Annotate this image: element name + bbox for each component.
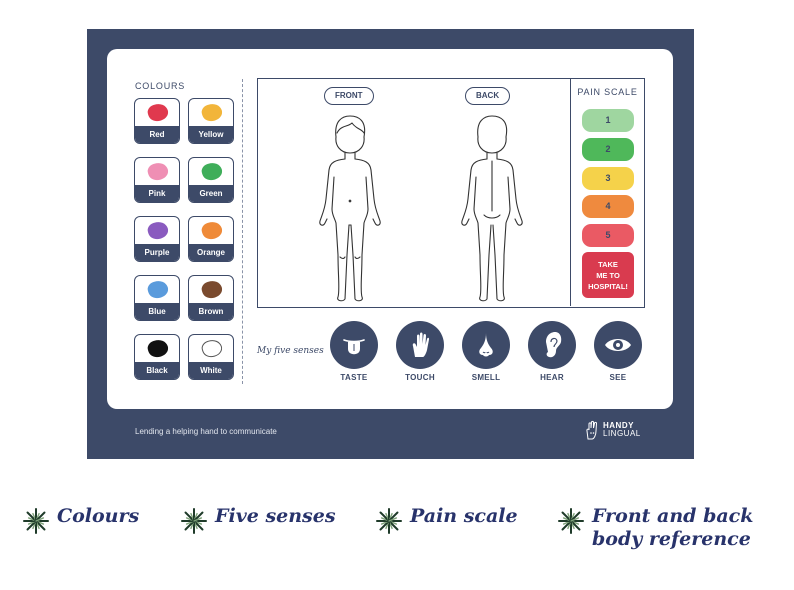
feature-text: Colours xyxy=(57,505,140,527)
sense-label: HEAR xyxy=(540,373,564,382)
red-scribble-icon xyxy=(145,101,171,124)
sense-icon-circle xyxy=(594,321,642,369)
pain-level-4-button[interactable]: 4 xyxy=(582,195,634,218)
feature-list: Colours Five senses Pain scale Front and… xyxy=(0,500,794,560)
brand-line-2: LINGUAL xyxy=(603,429,641,438)
pain-scale-column: PAIN SCALE 1 2 3 4 5 TAKE ME TO HOSPITAL… xyxy=(570,79,644,306)
sense-taste[interactable]: TASTE xyxy=(324,321,384,382)
sense-label: TOUCH xyxy=(405,373,435,382)
sense-touch[interactable]: TOUCH xyxy=(390,321,450,382)
swatch-yellow[interactable]: Yellow xyxy=(188,98,234,144)
starburst-icon xyxy=(23,508,49,534)
swatch-label: White xyxy=(189,362,233,379)
swatch-label: Orange xyxy=(189,244,233,261)
white-scribble-icon xyxy=(199,337,225,360)
swatch-label: Purple xyxy=(135,244,179,261)
board-card: COLOURS Red Yellow Pink Green Purple Ora… xyxy=(107,49,673,409)
hand-logo-icon xyxy=(586,420,598,440)
sense-label: SMELL xyxy=(471,373,501,382)
feature-text: Front and back body reference xyxy=(592,505,754,550)
hand-icon xyxy=(412,332,430,357)
starburst-icon xyxy=(376,508,402,534)
swatch-label: Red xyxy=(135,126,179,143)
feature-text: Pain scale xyxy=(410,505,518,527)
colours-title: COLOURS xyxy=(135,81,186,91)
sense-hear[interactable]: HEAR xyxy=(522,321,582,382)
pain-level-1-button[interactable]: 1 xyxy=(582,109,634,132)
pain-level-2-button[interactable]: 2 xyxy=(582,138,634,161)
senses-title: My five senses xyxy=(257,346,324,356)
swatch-brown[interactable]: Brown xyxy=(188,275,234,321)
dashed-divider xyxy=(242,79,243,384)
handy-lingual-logo: HANDY LINGUAL xyxy=(584,420,641,440)
purple-scribble-icon xyxy=(145,219,171,242)
swatch-label: Yellow xyxy=(189,126,233,143)
swatch-black[interactable]: Black xyxy=(134,334,180,380)
sense-icon-circle xyxy=(462,321,510,369)
colour-swatch-grid: Red Yellow Pink Green Purple Orange Blue… xyxy=(134,98,234,380)
brand-line-1: HANDY xyxy=(603,421,634,430)
black-scribble-icon xyxy=(145,337,171,360)
feature-body-reference: Front and back body reference xyxy=(558,505,753,551)
swatch-label: Pink xyxy=(135,185,179,202)
eye-icon xyxy=(605,339,631,351)
swatch-label: Black xyxy=(135,362,179,379)
swatch-blue[interactable]: Blue xyxy=(134,275,180,321)
swatch-purple[interactable]: Purple xyxy=(134,216,180,262)
brown-scribble-icon xyxy=(199,278,225,301)
feature-pain-scale: Pain scale xyxy=(376,505,518,534)
pain-scale-title: PAIN SCALE xyxy=(577,87,638,97)
swatch-pink[interactable]: Pink xyxy=(134,157,180,203)
blue-scribble-icon xyxy=(145,278,171,301)
starburst-icon xyxy=(181,508,207,534)
sense-icon-circle xyxy=(528,321,576,369)
swatch-white[interactable]: White xyxy=(188,334,234,380)
starburst-icon xyxy=(558,508,584,534)
back-body-figure[interactable] xyxy=(452,115,532,303)
ear-icon xyxy=(546,332,562,358)
front-label: FRONT xyxy=(324,87,374,105)
pink-scribble-icon xyxy=(145,160,171,183)
sense-icon-circle xyxy=(330,321,378,369)
swatch-green[interactable]: Green xyxy=(188,157,234,203)
tagline: Lending a helping hand to communicate xyxy=(135,427,277,436)
body-reference-panel: FRONT BACK xyxy=(257,78,645,308)
swatch-label: Blue xyxy=(135,303,179,320)
sense-see[interactable]: SEE xyxy=(588,321,648,382)
pain-level-3-button[interactable]: 3 xyxy=(582,167,634,190)
green-scribble-icon xyxy=(199,160,225,183)
swatch-orange[interactable]: Orange xyxy=(188,216,234,262)
sense-icon-circle xyxy=(396,321,444,369)
brand-wordmark: HANDY LINGUAL xyxy=(603,422,641,438)
feature-text: Five senses xyxy=(215,505,336,527)
front-body-figure[interactable] xyxy=(310,115,390,303)
feature-colours: Colours xyxy=(23,505,139,534)
swatch-red[interactable]: Red xyxy=(134,98,180,144)
sense-label: SEE xyxy=(609,373,627,382)
pain-level-5-button[interactable]: 5 xyxy=(582,224,634,247)
feature-five-senses: Five senses xyxy=(181,505,336,534)
communication-board: COLOURS Red Yellow Pink Green Purple Ora… xyxy=(87,29,694,459)
sense-smell[interactable]: SMELL xyxy=(456,321,516,382)
tongue-icon xyxy=(343,339,365,355)
yellow-scribble-icon xyxy=(199,101,225,124)
nose-icon xyxy=(479,333,493,357)
sense-label: TASTE xyxy=(340,373,368,382)
swatch-label: Brown xyxy=(189,303,233,320)
back-label: BACK xyxy=(465,87,511,105)
take-me-to-hospital-button[interactable]: TAKE ME TO HOSPITAL! xyxy=(582,252,634,298)
swatch-label: Green xyxy=(189,185,233,202)
orange-scribble-icon xyxy=(199,219,225,242)
